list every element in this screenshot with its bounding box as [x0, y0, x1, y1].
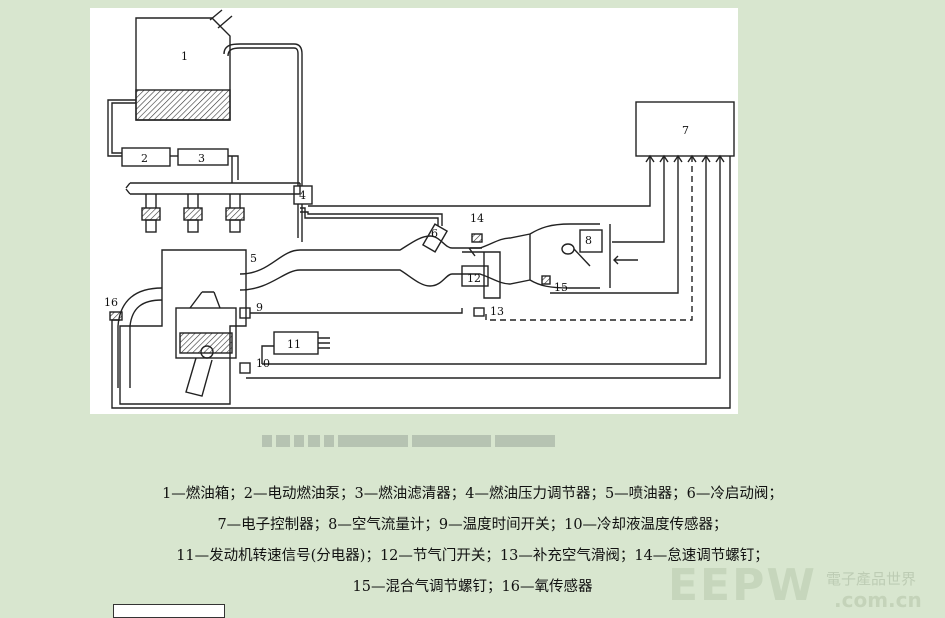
label-7: 7	[682, 124, 689, 137]
fuel-line-tank-to-pump	[107, 99, 136, 157]
label-9: 9	[256, 301, 263, 314]
return-line	[223, 43, 303, 186]
watermark-cn: 電子產品世界	[826, 570, 917, 588]
label-12: 12	[467, 272, 481, 285]
fuel-injection-diagram: 1 2 3 4 5 6 7 8 9 10 11 12 13 14 15 16	[90, 8, 738, 414]
legend-line-1: 1—燃油箱；2—电动燃油泵；3—燃油滤清器；4—燃油压力调节器；5—喷油器；6—…	[162, 486, 783, 502]
fuel-pump	[121, 147, 171, 167]
label-1: 1	[181, 50, 188, 63]
fuel-tank	[135, 9, 233, 121]
diagram-svg: 1 2 3 4 5 6 7 8 9 10 11 12 13 14 15 16	[104, 9, 735, 409]
intake-manifold	[239, 233, 531, 291]
watermark-domain: .com.cn	[834, 588, 922, 612]
injectors	[141, 194, 245, 233]
pressure-regulator	[293, 185, 313, 205]
label-14: 14	[470, 212, 484, 225]
legend-line-2: 7—电子控制器；8—空气流量计；9—温度时间开关；10—冷却液温度传感器；	[217, 517, 728, 533]
legend-line-3: 11—发动机转速信号(分电器)；12—节气门开关；13—补充空气滑阀；14—怠速…	[176, 548, 769, 564]
ecu-wires	[111, 156, 731, 409]
exhaust-pipe	[117, 287, 163, 388]
label-8: 8	[585, 234, 592, 247]
fuel-rail	[125, 182, 301, 195]
air-flow-housing	[529, 223, 611, 289]
label-5: 5	[250, 252, 257, 265]
label-11: 11	[287, 338, 301, 351]
label-3: 3	[198, 152, 205, 165]
throttle-switch	[461, 265, 489, 287]
label-10: 10	[256, 357, 270, 370]
aux-air-valve	[473, 307, 485, 317]
idle-screw	[471, 233, 483, 243]
air-flow-meter	[579, 229, 603, 253]
label-4: 4	[299, 189, 306, 202]
engine-block	[119, 249, 247, 405]
fuel-filter	[177, 148, 229, 166]
label-15: 15	[554, 281, 568, 294]
label-2: 2	[141, 152, 148, 165]
watermark-brand: EEPW	[668, 560, 817, 611]
blurred-caption	[262, 432, 556, 450]
eepw-watermark: EEPW 電子產品世界 .com.cn	[668, 558, 945, 613]
label-13: 13	[490, 305, 504, 318]
oxygen-sensor	[109, 311, 123, 321]
ecu	[635, 101, 735, 157]
legend-line-4: 15—混合气调节螺钉；16—氧传感器	[352, 579, 593, 595]
cropped-caption-box	[113, 604, 225, 618]
aux-air-dashed	[485, 156, 693, 321]
label-6: 6	[431, 227, 438, 240]
label-16: 16	[104, 296, 118, 309]
